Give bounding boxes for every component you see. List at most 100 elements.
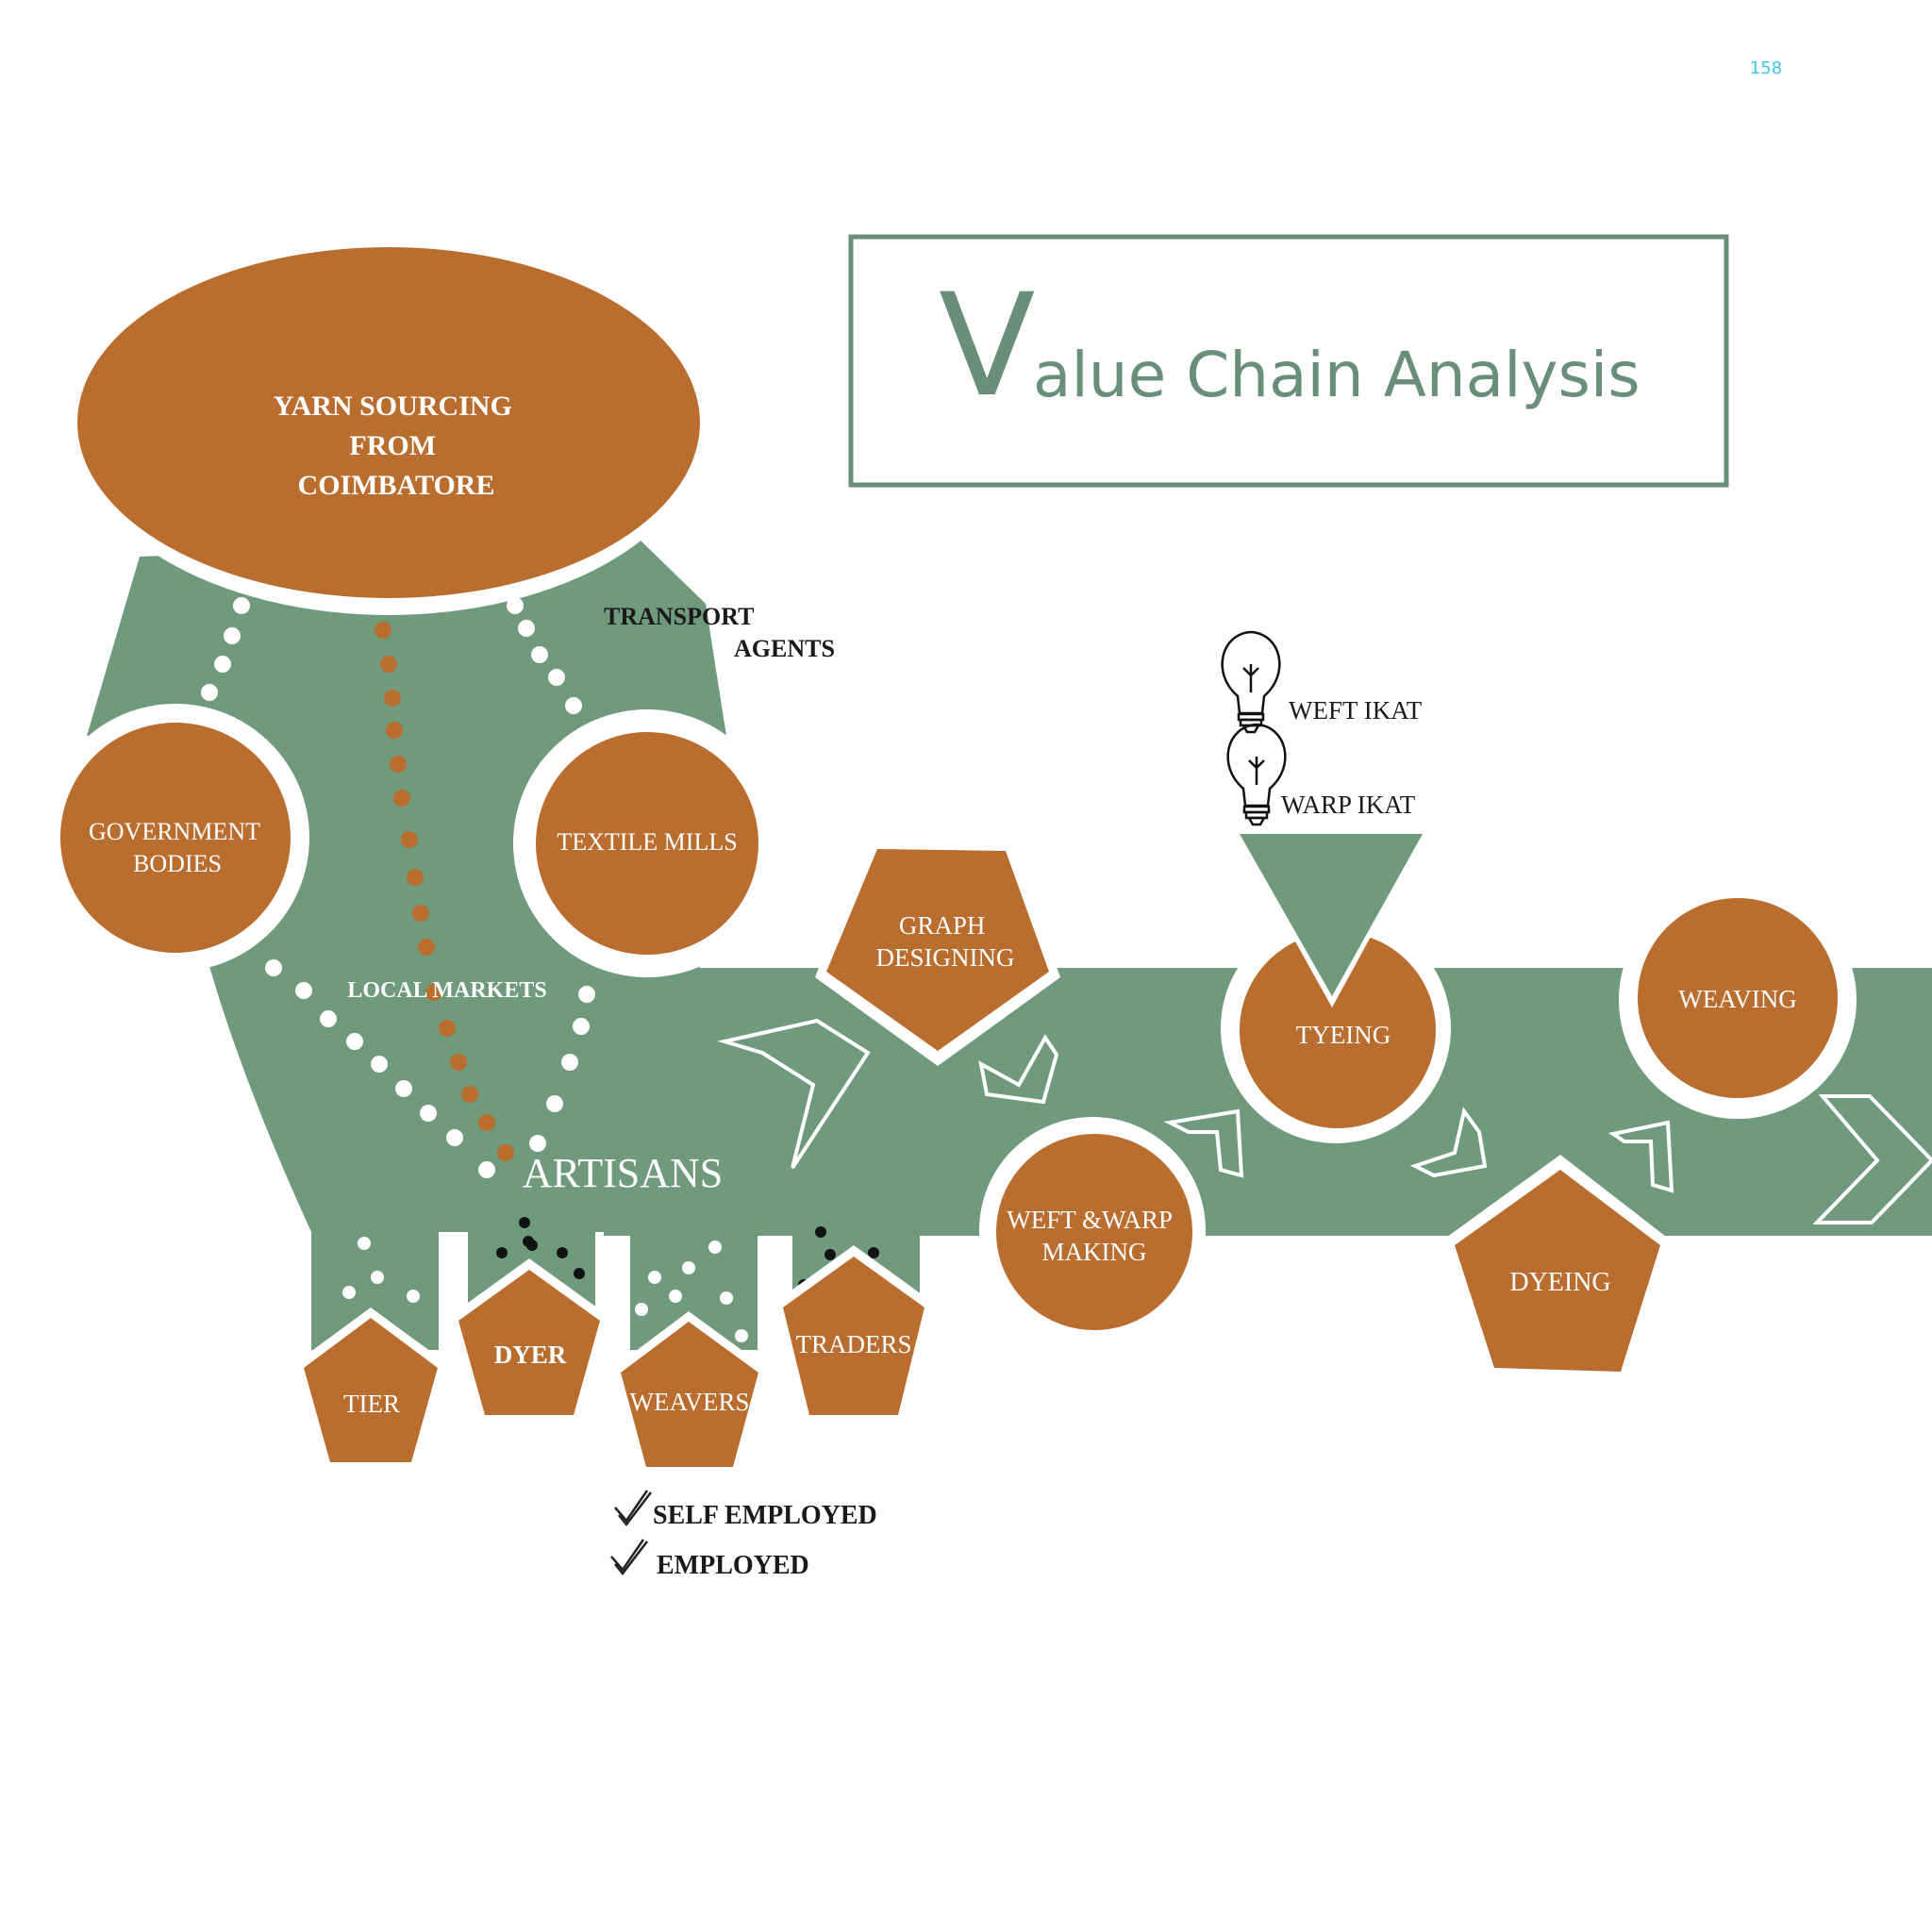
- source-line-2: FROM: [349, 430, 436, 461]
- graph-designing-pentagon: [826, 849, 1049, 1051]
- weavers-label: WEAVERS: [629, 1388, 749, 1416]
- tier-label: TIER: [343, 1390, 400, 1418]
- chevron-arrow-3: [1163, 1108, 1244, 1178]
- title-box: [848, 234, 1729, 488]
- white-dot: [478, 1161, 495, 1178]
- weft-warp-circle: [996, 1134, 1192, 1330]
- government-circle: [60, 723, 291, 953]
- white-dot: [346, 1033, 363, 1050]
- white-dot: [358, 1237, 371, 1250]
- orange-dot: [384, 690, 401, 707]
- tyeing-label: TYEING: [1296, 1021, 1391, 1049]
- weaving-label: WEAVING: [1678, 985, 1796, 1013]
- employed-label: EMPLOYED: [657, 1551, 809, 1580]
- tier-pentagon: [304, 1318, 438, 1462]
- title-initial: V: [939, 264, 1036, 428]
- orange-dot: [375, 622, 391, 639]
- white-dot: [320, 1010, 337, 1027]
- white-dot: [295, 982, 312, 999]
- black-dot: [868, 1247, 879, 1258]
- white-dot: [407, 1290, 420, 1303]
- white-dot: [720, 1291, 733, 1305]
- source-ellipse-fill: [77, 247, 700, 598]
- white-dot: [224, 627, 241, 644]
- weft-ikat-label: WEFT IKAT: [1289, 696, 1423, 724]
- weavers-pentagon: [621, 1322, 758, 1467]
- white-dot: [371, 1056, 388, 1073]
- white-dot: [518, 620, 535, 637]
- white-dot: [573, 1018, 590, 1035]
- black-dot: [496, 1247, 508, 1258]
- black-dot: [574, 1268, 585, 1279]
- white-dot: [265, 959, 282, 976]
- warp-ikat-label: WARP IKAT: [1281, 791, 1416, 819]
- local-markets-label: LOCAL MARKETS: [347, 978, 546, 1003]
- dot-trails: [201, 597, 879, 1342]
- black-dot: [815, 1226, 826, 1238]
- bulb-icon-weft: [1221, 630, 1281, 734]
- orange-dot: [386, 722, 403, 739]
- dyeing-pentagon: [1455, 1170, 1660, 1372]
- white-dot: [548, 669, 565, 686]
- chevron-arrow-1: [717, 1018, 871, 1170]
- white-dot: [735, 1329, 748, 1342]
- white-dot: [682, 1261, 695, 1274]
- self-employed-check: [614, 1490, 652, 1527]
- white-dot: [201, 684, 218, 701]
- white-dot: [342, 1286, 356, 1299]
- white-dot: [708, 1241, 722, 1254]
- self-employed-label: SELF EMPLOYED: [653, 1501, 877, 1530]
- white-dot: [446, 1129, 463, 1146]
- white-dot: [565, 697, 582, 714]
- white-dot: [546, 1095, 563, 1112]
- orange-dot: [450, 1054, 467, 1071]
- traders-pentagon: [783, 1257, 924, 1415]
- weft-warp-line-2: MAKING: [1042, 1238, 1147, 1266]
- textile-mills-circle: [536, 732, 758, 955]
- white-dot: [233, 597, 250, 614]
- dyer-pentagon: [458, 1270, 600, 1415]
- tyeing-circle: [1240, 932, 1436, 1128]
- white-dot: [669, 1290, 682, 1303]
- black-dot: [523, 1236, 534, 1247]
- orange-dot: [418, 939, 435, 956]
- government-line-2: BODIES: [133, 850, 222, 877]
- orange-dot: [478, 1114, 495, 1131]
- graph-designing-line-1: GRAPH: [899, 911, 986, 940]
- artisans-label: ARTISANS: [523, 1150, 724, 1196]
- graph-designing-line-2: DESIGNING: [876, 943, 1015, 972]
- orange-dot: [412, 905, 429, 922]
- white-dot: [371, 1271, 384, 1284]
- white-dot: [529, 1135, 546, 1152]
- transport-label-1: TRANSPORT: [604, 603, 754, 630]
- svg-text:YARN SOURCING FROM COI: YARN SOURCING FROM COIMBATORE: [274, 391, 520, 501]
- transport-label-2: AGENTS: [734, 635, 835, 662]
- title-rest: alue Chain Analysis: [1033, 339, 1641, 411]
- traders-label: TRADERS: [795, 1330, 911, 1358]
- chevron-arrow-5: [1607, 1120, 1674, 1193]
- artisan-pentagons: [296, 1245, 932, 1474]
- orange-dot: [390, 756, 407, 773]
- white-dot: [578, 986, 595, 1003]
- orange-dot: [393, 790, 410, 807]
- white-dot: [635, 1303, 648, 1316]
- chevron-arrow-4: [1409, 1107, 1488, 1178]
- orange-dot: [425, 984, 442, 1001]
- government-line-1: GOVERNMENT: [89, 818, 260, 845]
- dyer-label: DYER: [494, 1341, 567, 1369]
- textile-mills-label: TEXTILE MILLS: [557, 828, 737, 856]
- orange-dot: [407, 869, 424, 886]
- black-dot: [519, 1217, 530, 1228]
- white-dot: [420, 1105, 437, 1122]
- svg-text:GOVERNMENT BODIES: GOVERNMENT BODIES: [89, 818, 266, 877]
- white-dot: [648, 1271, 661, 1284]
- orange-dot: [497, 1144, 514, 1161]
- white-dot: [531, 646, 548, 663]
- black-dot: [824, 1249, 836, 1260]
- orange-dot: [439, 1020, 456, 1037]
- employed-check: [610, 1539, 648, 1576]
- white-dot: [507, 597, 524, 614]
- weaving-circle: [1638, 898, 1838, 1098]
- source-line-1: YARN SOURCING: [274, 391, 512, 422]
